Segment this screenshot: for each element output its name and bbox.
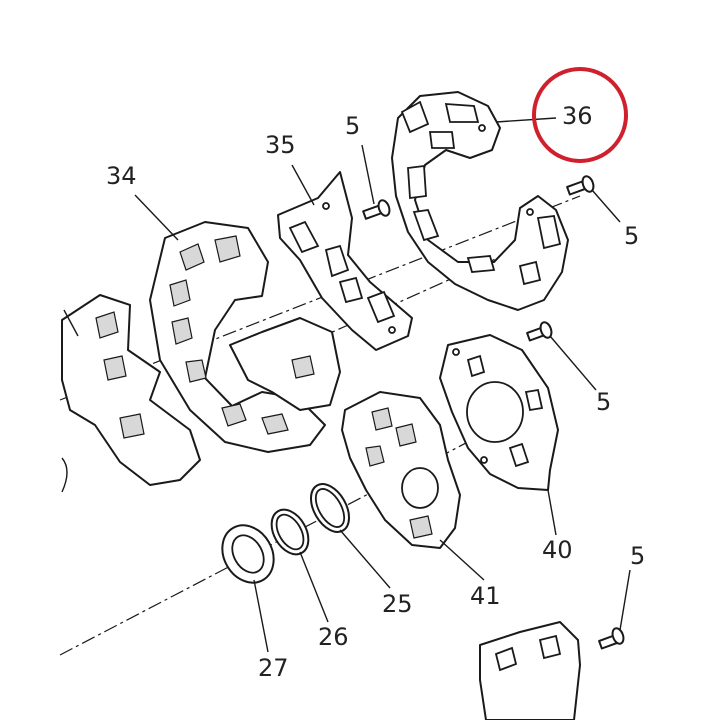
callout-5-upper: 5	[345, 112, 360, 140]
callout-25: 25	[382, 590, 413, 618]
part-26-ring	[270, 508, 310, 556]
callout-5-right-middle: 5	[596, 388, 611, 416]
part-40-flange	[439, 334, 559, 491]
highlight-circle	[532, 67, 628, 163]
callout-34: 34	[106, 162, 137, 190]
callout-5-right-lower: 5	[630, 542, 645, 570]
part-36-c-plate	[391, 91, 569, 311]
callout-5-right-upper: 5	[624, 222, 639, 250]
callout-labels: 34 35 5 36 5 5 40 5 41 25 26 27	[106, 102, 645, 682]
part-25-snap-ring	[310, 483, 350, 533]
part-41-claw-hub	[341, 391, 461, 549]
bolt-lower-right	[598, 627, 625, 650]
callout-27: 27	[258, 654, 289, 682]
part-27-seal	[221, 524, 275, 584]
callout-35: 35	[265, 131, 296, 159]
bolt-middle-right	[526, 321, 553, 342]
callout-36: 36	[562, 102, 593, 130]
callout-40: 40	[542, 536, 573, 564]
leader-lines	[134, 117, 631, 653]
bolt-upper-right	[566, 175, 595, 196]
part-34-coupling	[149, 221, 341, 453]
bottom-plate-fragment	[479, 621, 581, 720]
bolt-upper-left	[362, 199, 391, 220]
left-hub-component	[61, 294, 201, 493]
part-35-plate	[277, 171, 413, 351]
callout-26: 26	[318, 623, 349, 651]
callout-41: 41	[470, 582, 501, 610]
